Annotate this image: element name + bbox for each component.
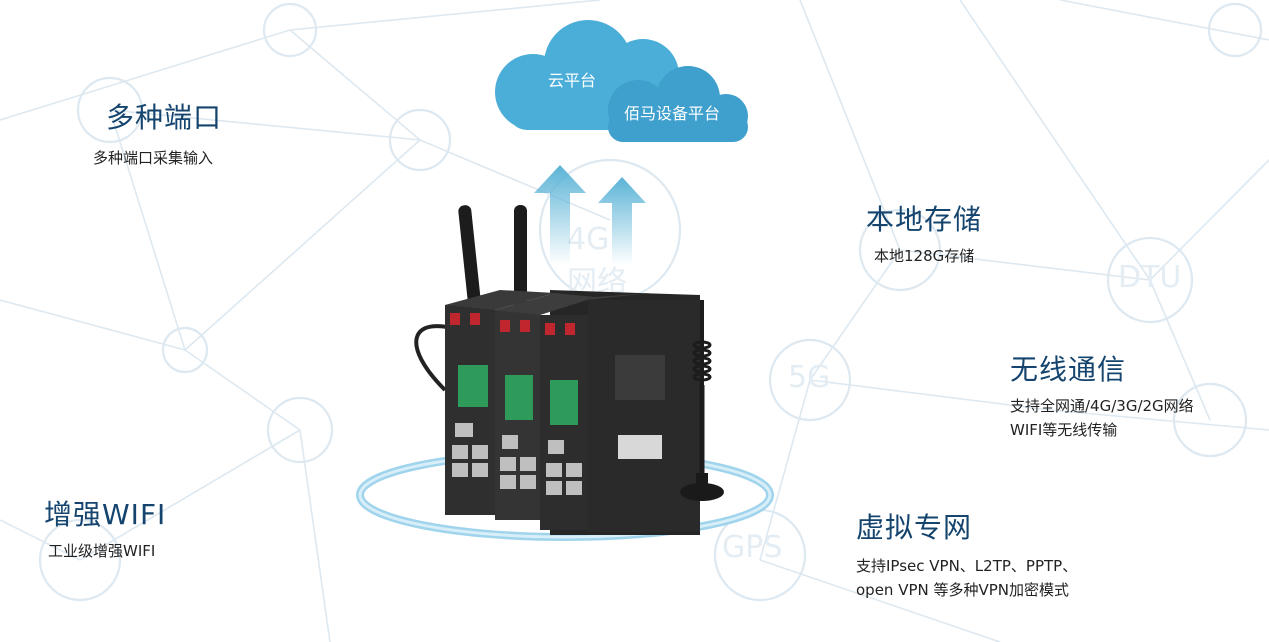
feature-local-storage-title: 本地存储 (866, 203, 983, 236)
cloud-label-platform: 云平台 (548, 71, 597, 90)
feature-wireless-desc: 支持全网通/4G/3G/2G网络 WIFI等无线传输 (1010, 394, 1194, 442)
feature-vpn-title: 虚拟专网 (856, 511, 973, 544)
feature-local-storage-desc: 本地128G存储 (874, 247, 975, 265)
feature-vpn: 虚拟专网 支持IPsec VPN、L2TP、PPTP、 open VPN 等多种… (856, 506, 1077, 602)
faint-label-5g: 5G (788, 360, 831, 395)
feature-wifi-title: 增强WIFI (44, 498, 167, 531)
feature-multi-port: 多种端口 (106, 96, 222, 136)
feature-wifi: 增强WIFI 工业级增强WIFI (44, 493, 166, 563)
feature-wireless: 无线通信 支持全网通/4G/3G/2G网络 WIFI等无线传输 (1010, 348, 1194, 442)
feature-wireless-desc-line1: 支持全网通/4G/3G/2G网络 (1010, 397, 1194, 415)
cloud-label-baima-platform: 佰马设备平台 (624, 104, 721, 123)
feature-wifi-desc: 工业级增强WIFI (48, 542, 156, 560)
feature-multi-port-desc-wrap: 多种端口采集输入 (93, 140, 213, 170)
faint-label-gps: GPS (722, 530, 783, 565)
faint-label-4g-line1: 4G (567, 222, 610, 257)
feature-vpn-desc-line2: open VPN 等多种VPN加密模式 (856, 581, 1070, 599)
feature-wireless-desc-line2: WIFI等无线传输 (1010, 421, 1118, 439)
feature-wireless-title: 无线通信 (1010, 353, 1127, 386)
feature-vpn-desc: 支持IPsec VPN、L2TP、PPTP、 open VPN 等多种VPN加密… (856, 554, 1077, 602)
feature-vpn-desc-line1: 支持IPsec VPN、L2TP、PPTP、 (856, 557, 1078, 575)
feature-multi-port-title: 多种端口 (106, 101, 223, 134)
faint-label-dtu: DTU (1118, 260, 1182, 295)
upload-arrows-icon (534, 165, 646, 265)
feature-multi-port-desc: 多种端口采集输入 (93, 149, 214, 167)
router-device-image (356, 205, 774, 541)
cloud-icon (495, 20, 748, 142)
feature-local-storage: 本地存储 本地128G存储 (866, 198, 982, 268)
cloud-platform: 云平台 佰马设备平台 (488, 20, 758, 150)
